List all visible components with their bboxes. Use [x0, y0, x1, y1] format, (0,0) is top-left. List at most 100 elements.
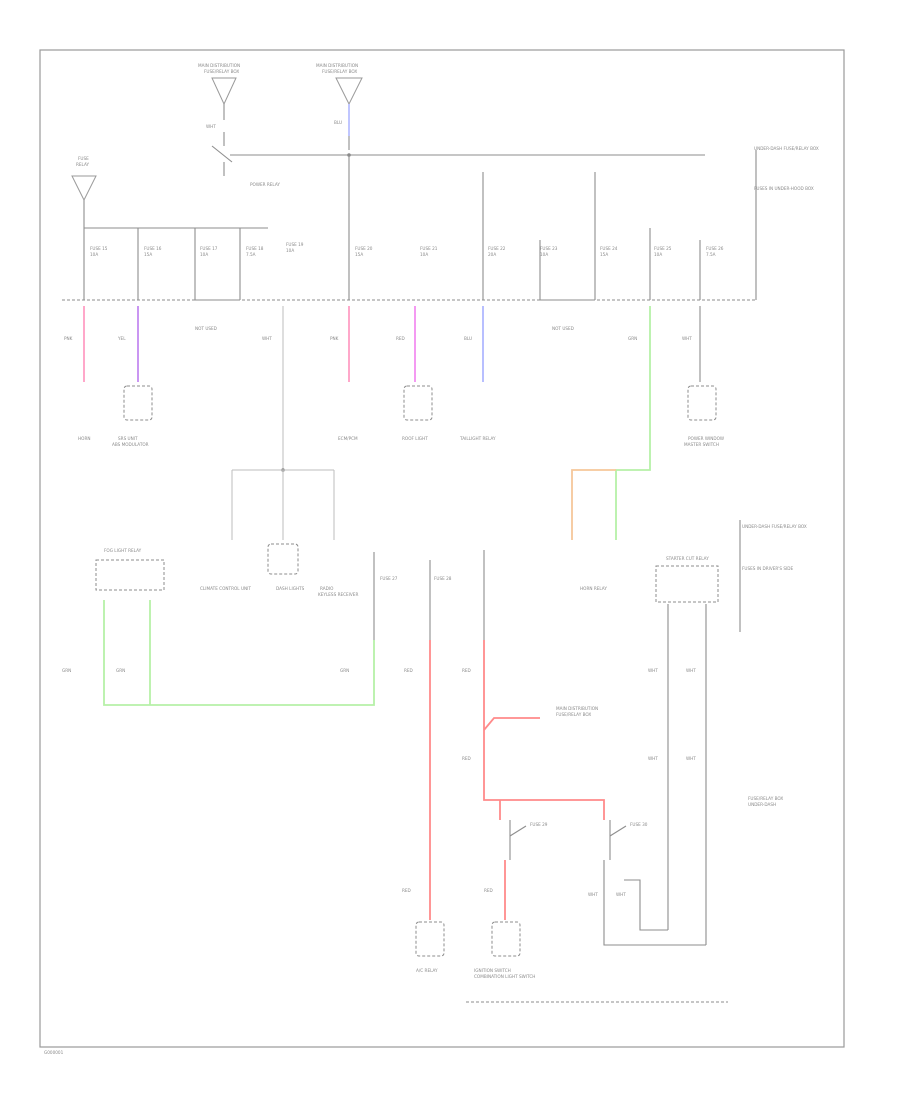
- top-source-2: MAIN DISTRIBUTION FUSE/RELAY BOX BLU: [316, 63, 363, 150]
- component-row-2: CLIMATE CONTROL UNIT DASH LIGHTS RADIO K…: [200, 586, 358, 597]
- diagram-label: 20A: [488, 252, 496, 257]
- wire-segment: [509, 825, 527, 837]
- left-source: FUSE RELAY: [71, 156, 268, 301]
- diagram-label: STARTER CUT RELAY: [666, 556, 709, 561]
- diagram-label: RED: [402, 888, 411, 893]
- diagram-frame: [39, 49, 845, 1048]
- switch-symbols: FUSE 29 FUSE 30: [509, 820, 648, 860]
- diagram-label: HORN RELAY: [580, 586, 607, 591]
- diagram-label: KEYLESS RECEIVER: [318, 592, 358, 597]
- diagram-label: RED: [462, 668, 471, 673]
- diagram-label: ROOF LIGHT: [402, 436, 428, 441]
- component-outline: [403, 385, 433, 421]
- diagram-label: 10A: [654, 252, 662, 257]
- diagram-label: WHT: [616, 892, 626, 897]
- diagram-label: RED: [484, 888, 493, 893]
- diagram-label: CLIMATE CONTROL UNIT: [200, 586, 251, 591]
- diagram-label: FUSE/RELAY BOX: [556, 712, 591, 717]
- diagram-label: 10A: [286, 248, 294, 253]
- diagram-label: BLU: [334, 120, 342, 125]
- wire-green-right: [615, 306, 651, 540]
- top-source-1: MAIN DISTRIBUTION FUSE/RELAY BOX WHT POW…: [198, 63, 280, 187]
- diagram-label: WHT: [648, 668, 658, 673]
- diagram-label: FUSE/RELAY BOX: [204, 69, 239, 74]
- diagram-label: 15A: [355, 252, 363, 257]
- wire-segment: [211, 145, 233, 163]
- diagram-label: FUSE 16: [144, 246, 162, 251]
- diagram-label: WHT: [206, 124, 216, 129]
- diagram-label: PNK: [64, 336, 73, 341]
- diagram-label: FUSE 20: [355, 246, 373, 251]
- diagram-label: FUSE 22: [488, 246, 506, 251]
- diagram-label: 10A: [540, 252, 548, 257]
- diagram-label: UNDER-DASH FUSE/RELAY BOX: [742, 524, 807, 529]
- wire-tags: PNK YEL WHT PNK RED BLU GRN WHT: [64, 336, 692, 341]
- diagram-label: FUSES IN UNDER-HOOD BOX: [754, 186, 814, 191]
- component-outline: [267, 543, 299, 575]
- diagram-label: FUSE 27: [380, 576, 398, 581]
- diagram-label: POWER WINDOW: [688, 436, 724, 441]
- diagram-label: ECM/PCM: [338, 436, 358, 441]
- diagram-label: PNK: [330, 336, 339, 341]
- component-outline: [687, 385, 717, 421]
- diagram-label: FUSE 15: [90, 246, 108, 251]
- component-outline: [491, 921, 521, 957]
- diagram-label: TAILLIGHT RELAY: [459, 436, 496, 441]
- component-outline: [123, 385, 153, 421]
- wire-segment: [211, 77, 237, 106]
- diagram-label: NOT USED: [195, 326, 217, 331]
- diagram-label: 7.5A: [246, 252, 256, 257]
- diagram-label: MAIN DISTRIBUTION: [316, 63, 358, 68]
- wire-segment: [603, 860, 706, 946]
- diagram-label: WHT: [588, 892, 598, 897]
- diagram-label: FUSE: [78, 156, 89, 161]
- diagram-label: A/C RELAY: [416, 968, 438, 973]
- component-outline: [95, 559, 165, 591]
- component-outline: [655, 565, 719, 603]
- diagram-label: COMBINATION LIGHT SWITCH: [474, 974, 535, 979]
- diagram-label: FUSE 26: [706, 246, 724, 251]
- wire-red-branch: [483, 717, 540, 731]
- component-outline: [415, 921, 445, 957]
- diagram-label: RED: [404, 668, 413, 673]
- diagram-label: 10A: [90, 252, 98, 257]
- wire-segment: [609, 825, 627, 837]
- diagram-label: IGNITION SWITCH: [474, 968, 511, 973]
- diagram-label: SRS UNIT: [118, 436, 138, 441]
- diagram-label: GRN: [116, 668, 125, 673]
- diagram-label: FUSE 23: [540, 246, 558, 251]
- diagram-label: FUSE 25: [654, 246, 672, 251]
- diagram-label: 10A: [420, 252, 428, 257]
- diagram-label: GRN: [340, 668, 349, 673]
- component-row-1: HORN SRS UNIT ABS MODULATOR ECM/PCM ROOF…: [78, 385, 724, 447]
- wire-segment: [103, 600, 375, 706]
- diagram-label: WHT: [686, 756, 696, 761]
- diagram-label: FUSE 17: [200, 246, 218, 251]
- figure-code: G000001: [44, 1050, 64, 1055]
- diagram-label: POWER RELAY: [250, 182, 280, 187]
- wire-orange: [571, 469, 616, 540]
- diagram-label: FUSE 18: [246, 246, 264, 251]
- diagram-label: HORN: [78, 436, 91, 441]
- diagram-label: FUSE/RELAY BOX: [748, 796, 783, 801]
- diagram-label: GRN: [628, 336, 637, 341]
- diagram-label: MAIN DISTRIBUTION: [556, 706, 598, 711]
- diagram-label: WHT: [686, 668, 696, 673]
- diagram-label: UNDER-DASH: [748, 802, 776, 807]
- diagram-label: MASTER SWITCH: [684, 442, 719, 447]
- fog-relay-circuit: FOG LIGHT RELAY GRN GRN GRN FUSE 27 FUSE…: [62, 548, 452, 706]
- diagram-label: WHT: [648, 756, 658, 761]
- diagram-label: NOT USED: [552, 326, 574, 331]
- diagram-label: ABS MODULATOR: [112, 442, 149, 447]
- diagram-label: RADIO: [320, 586, 334, 591]
- diagram-label: MAIN DISTRIBUTION: [198, 63, 240, 68]
- diagram-label: FUSE 28: [434, 576, 452, 581]
- diagram-label: BLU: [464, 336, 472, 341]
- diagram-label: 7.5A: [706, 252, 716, 257]
- diagram-label: FUSES IN DRIVER'S SIDE: [742, 566, 794, 571]
- wire-segment: [71, 175, 97, 202]
- diagram-label: FUSE 21: [420, 246, 438, 251]
- diagram-label: 10A: [200, 252, 208, 257]
- diagram-label: FUSE 29: [530, 822, 548, 827]
